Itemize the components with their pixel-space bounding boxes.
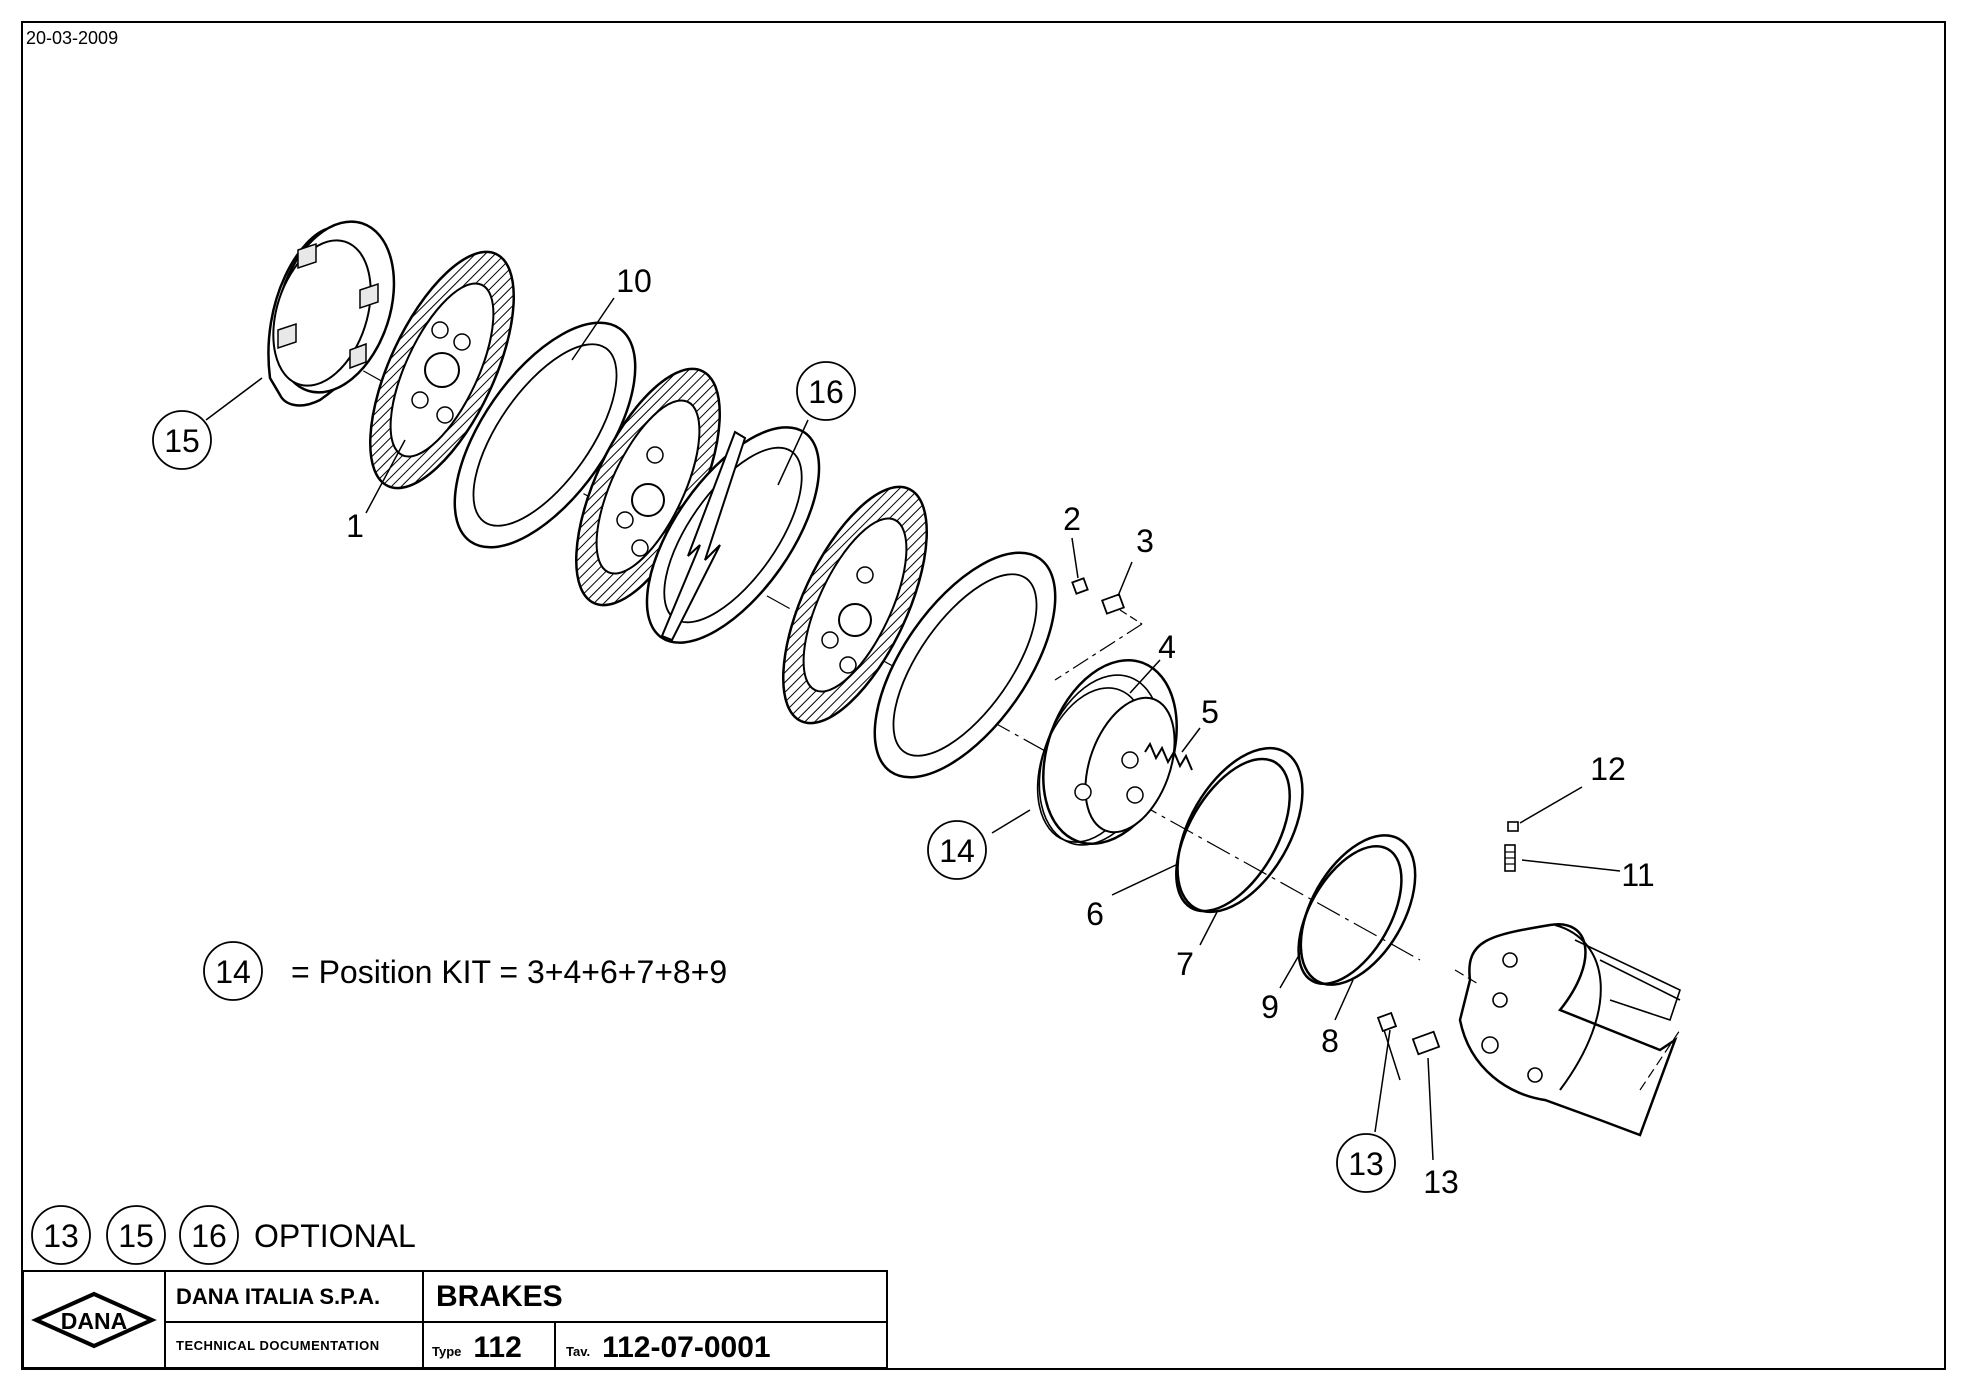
part-4-piston [1036, 658, 1178, 846]
callout-13-circled: 13 [1348, 1146, 1384, 1182]
tav-cell: Tav. 112-07-0001 [556, 1323, 886, 1367]
part-15-ring [267, 220, 396, 407]
callout-2: 2 [1063, 501, 1081, 537]
optional-number-13: 13 [43, 1218, 79, 1254]
axle-housing [1454, 922, 1681, 1137]
optional-label: OPTIONAL [254, 1218, 416, 1254]
part-1-friction-disc-3 [782, 485, 928, 725]
callout-12: 12 [1590, 751, 1626, 787]
type-label: Type [432, 1344, 462, 1359]
callout-1: 1 [346, 508, 364, 544]
technical-documentation-label: TECHNICAL DOCUMENTATION [166, 1323, 424, 1367]
logo-text: DANA [61, 1308, 127, 1334]
optional-number-16: 16 [191, 1218, 227, 1254]
callout-4: 4 [1158, 629, 1176, 665]
company-name: DANA ITALIA S.P.A. [166, 1272, 424, 1323]
callout-9: 9 [1261, 989, 1279, 1025]
part-7-seal [1175, 757, 1291, 913]
break-symbol [660, 430, 747, 642]
callout-5: 5 [1201, 694, 1219, 730]
part-1-friction-disc [369, 250, 515, 490]
part-10-steel-plate [453, 321, 637, 549]
part-5-spring [1144, 741, 1193, 771]
part-1-friction-disc-2 [575, 367, 721, 607]
legend-kit-number: 14 [215, 954, 251, 990]
callout-16: 16 [808, 374, 844, 410]
part-9-seal [1299, 834, 1417, 986]
legend-kit-text: = Position KIT = 3+4+6+7+8+9 [291, 954, 727, 990]
tav-value: 112-07-0001 [602, 1331, 771, 1364]
callout-15: 15 [164, 423, 200, 459]
leader-lines [205, 297, 1621, 1161]
callout-3: 3 [1136, 523, 1154, 559]
part-8-seal [1297, 844, 1403, 986]
title-block: DANA DANA ITALIA S.P.A. BRAKES TECHNICAL… [22, 1270, 888, 1369]
callout-circles [31, 361, 1396, 1265]
part-6-seal [1176, 746, 1304, 914]
sheet-border [21, 21, 1946, 1370]
drawing-title: BRAKES [424, 1272, 886, 1323]
part-2-screw [1071, 577, 1089, 595]
part-13-bush [1411, 1030, 1441, 1056]
part-11-bleeder-screw [1504, 844, 1516, 872]
callout-11: 11 [1621, 857, 1654, 893]
part-3-bush [1054, 593, 1143, 681]
part-13-screw [1376, 1011, 1398, 1033]
dana-logo: DANA [24, 1272, 166, 1367]
callout-7: 7 [1176, 946, 1194, 982]
callout-10: 10 [616, 263, 652, 299]
type-value: 112 [473, 1331, 522, 1364]
type-cell: Type 112 [424, 1323, 556, 1367]
callout-8: 8 [1321, 1023, 1339, 1059]
callout-13: 13 [1423, 1164, 1459, 1200]
part-12-cap [1507, 821, 1519, 832]
drawing-date: 20-03-2009 [26, 28, 119, 48]
callout-14: 14 [939, 833, 975, 869]
part-10-steel-plate-2 [873, 551, 1057, 779]
callout-6: 6 [1086, 896, 1104, 932]
tav-label: Tav. [566, 1344, 591, 1359]
optional-number-15: 15 [118, 1218, 154, 1254]
